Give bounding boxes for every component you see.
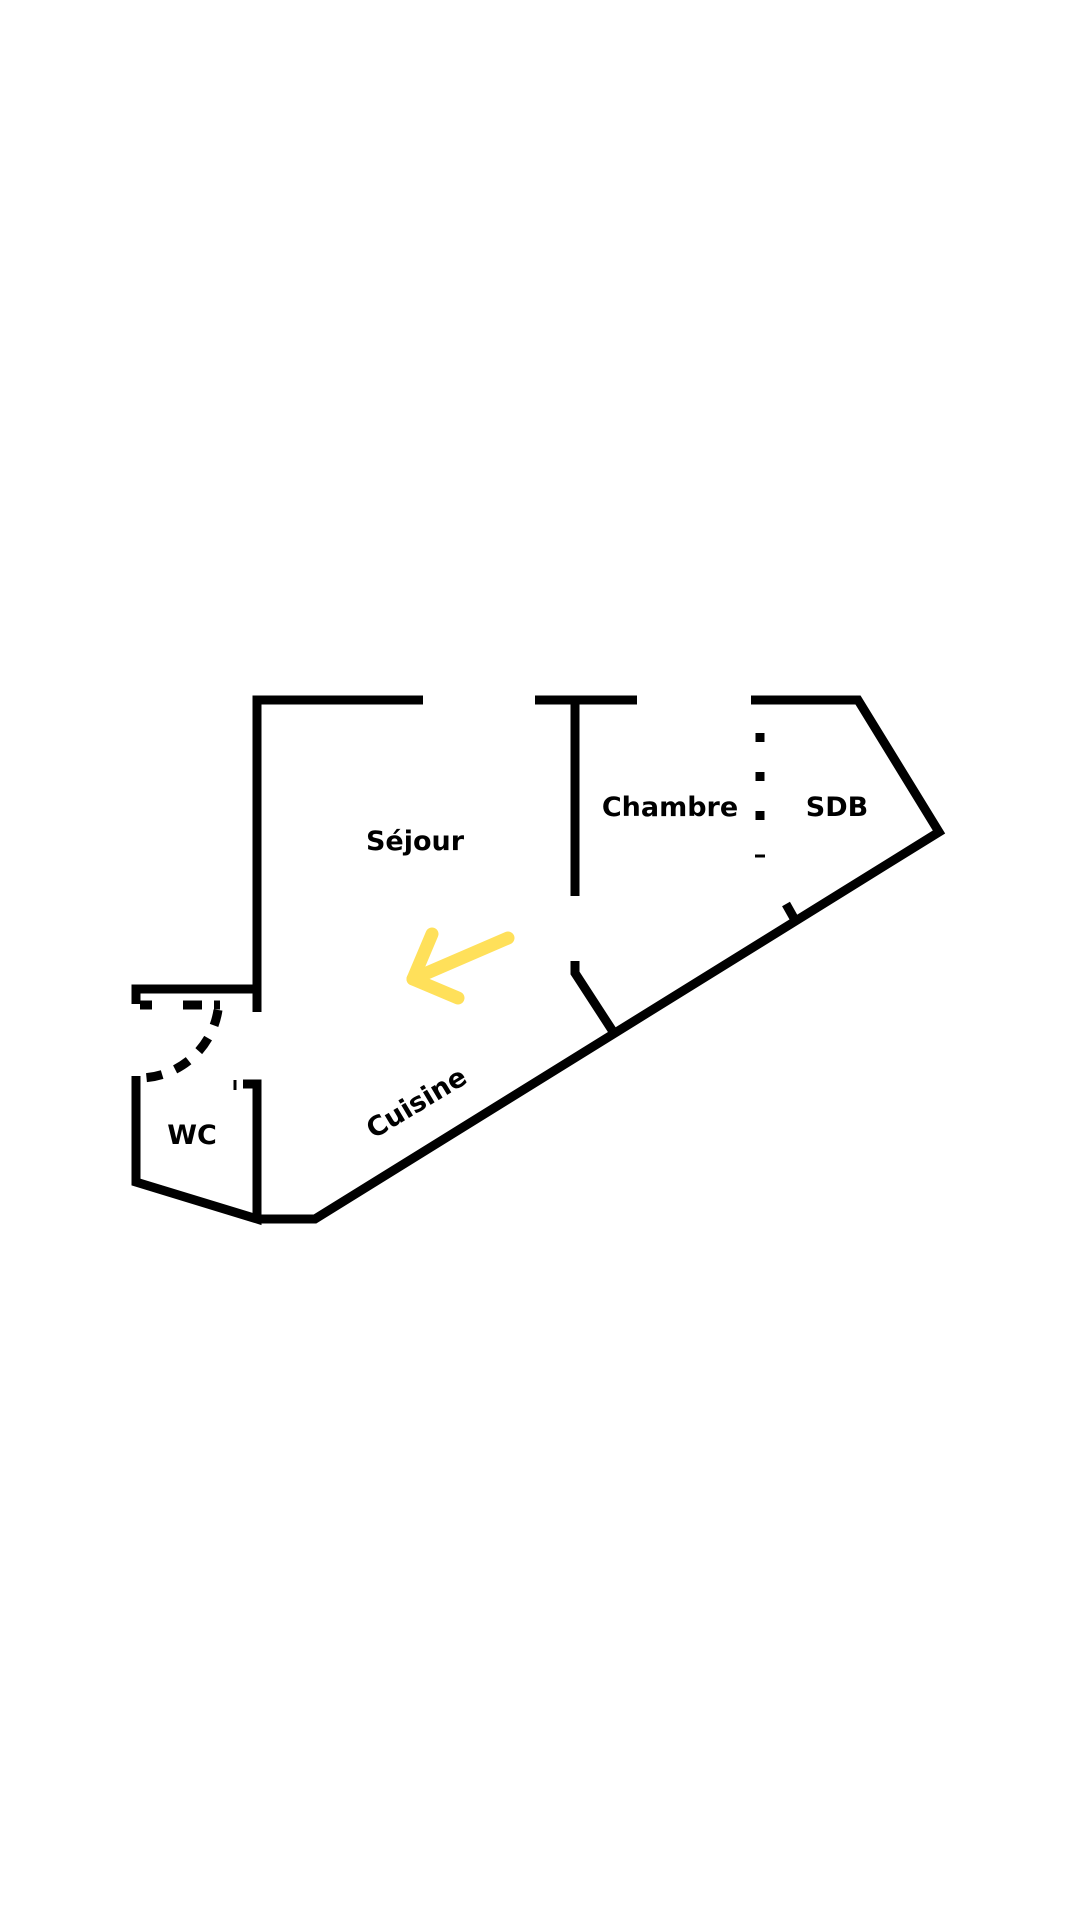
wall-sdb-outer <box>257 695 946 1224</box>
room-label-wc: WC <box>167 1120 217 1151</box>
wall-sejour-left-top <box>252 695 423 1012</box>
door-swing-arc <box>139 1009 223 1083</box>
wall-chambre-lower <box>570 961 616 1033</box>
wall-stub <box>782 901 799 923</box>
wall-wc <box>131 1076 262 1226</box>
room-label-sejour: Séjour <box>366 826 465 857</box>
room-label-chambre: Chambre <box>602 792 738 823</box>
room-label-sdb: SDB <box>806 792 868 823</box>
sdb-partition-dotted <box>755 733 765 858</box>
arrow-down-left-icon <box>406 927 515 1005</box>
wall-wc-top <box>131 984 257 1004</box>
